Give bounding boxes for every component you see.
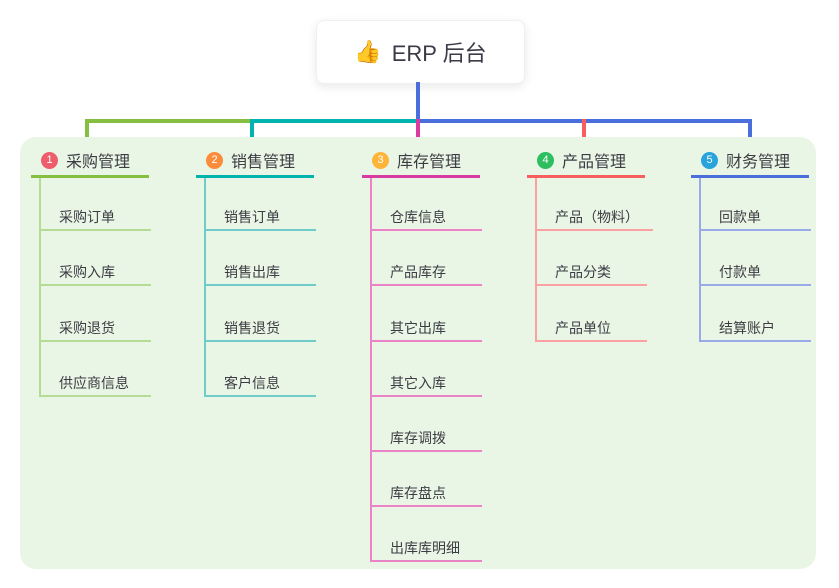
branch-header-purchase[interactable]: 1 采购管理 [31,145,149,178]
branch-title: 财务管理 [726,154,791,171]
connector-drop-finance [748,119,752,147]
node-purchase-inbound[interactable]: 采购入库 [39,258,151,286]
branch-number-badge: 4 [537,151,554,169]
branch-spine [699,178,701,342]
branch-spine [370,178,372,562]
branch-sales: 2 销售管理 销售订单 销售出库 销售退货 客户信息 [196,137,326,569]
node-product-stock[interactable]: 产品库存 [370,258,482,286]
node-sales-outbound[interactable]: 销售出库 [204,258,316,286]
node-supplier-info[interactable]: 供应商信息 [39,369,151,397]
branch-spine [39,178,41,397]
branch-title: 销售管理 [231,154,296,171]
branch-product: 4 产品管理 产品（物料） 产品分类 产品单位 [527,137,657,569]
node-other-outbound[interactable]: 其它出库 [370,314,482,342]
branch-header-sales[interactable]: 2 销售管理 [196,145,314,178]
branch-title: 库存管理 [397,154,462,171]
connector-horizontal-mid [250,119,420,123]
connector-drop-inventory [416,119,420,147]
branch-title: 产品管理 [562,154,627,171]
branch-number-badge: 5 [701,151,718,169]
connector-drop-product [582,119,586,147]
node-sales-order[interactable]: 销售订单 [204,203,316,231]
node-product-unit[interactable]: 产品单位 [535,314,647,342]
node-product-material[interactable]: 产品（物料） [535,203,653,231]
connector-root-drop [416,82,420,121]
node-other-inbound[interactable]: 其它入库 [370,369,482,397]
branch-inventory: 3 库存管理 仓库信息 产品库存 其它出库 其它入库 库存调拨 库存盘点 出库库… [362,137,492,569]
branch-title: 采购管理 [66,154,131,171]
node-purchase-return[interactable]: 采购退货 [39,314,151,342]
branch-number-badge: 3 [372,151,389,169]
node-purchase-order[interactable]: 采购订单 [39,203,151,231]
node-receipt-bill[interactable]: 回款单 [699,203,811,231]
branch-number-badge: 2 [206,151,223,169]
branch-finance: 5 财务管理 回款单 付款单 结算账户 [691,137,821,569]
connector-drop-purchase [85,119,89,147]
node-product-category[interactable]: 产品分类 [535,258,647,286]
node-customer-info[interactable]: 客户信息 [204,369,316,397]
node-outbound-detail[interactable]: 出库库明细 [370,534,482,562]
branch-purchase: 1 采购管理 采购订单 采购入库 采购退货 供应商信息 [31,137,161,569]
branch-header-inventory[interactable]: 3 库存管理 [362,145,480,178]
node-stock-check[interactable]: 库存盘点 [370,479,482,507]
branch-header-finance[interactable]: 5 财务管理 [691,145,809,178]
node-sales-return[interactable]: 销售退货 [204,314,316,342]
root-label: ERP 后台 [391,41,487,66]
root-node[interactable]: 👍 ERP 后台 [316,20,525,84]
branch-number-badge: 1 [41,151,58,169]
branch-header-product[interactable]: 4 产品管理 [527,145,645,178]
thumbs-up-icon: 👍 [354,39,382,64]
node-payment-bill[interactable]: 付款单 [699,258,811,286]
node-stock-transfer[interactable]: 库存调拨 [370,424,482,452]
branch-spine [535,178,537,342]
connector-drop-sales [250,119,254,147]
node-warehouse-info[interactable]: 仓库信息 [370,203,482,231]
node-settle-account[interactable]: 结算账户 [699,314,811,342]
branch-spine [204,178,206,397]
connector-horizontal-left [85,119,254,123]
branches-panel: 1 采购管理 采购订单 采购入库 采购退货 供应商信息 2 销售管理 销售订单 … [20,137,816,569]
